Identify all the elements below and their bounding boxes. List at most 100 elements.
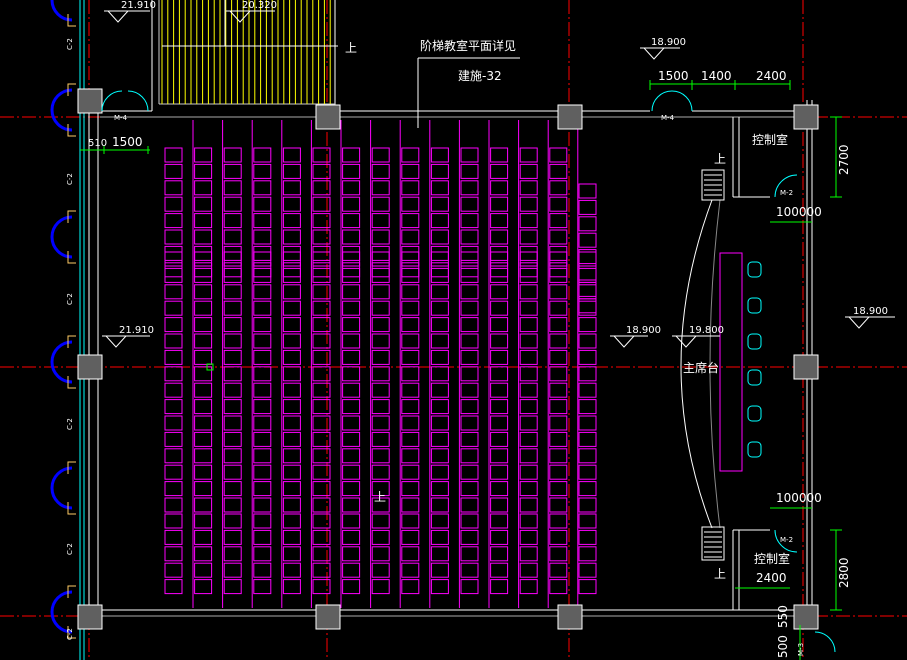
- seat: [223, 262, 242, 278]
- seat: [253, 349, 272, 365]
- seat: [549, 229, 568, 245]
- seat: [430, 251, 449, 267]
- seat: [549, 448, 568, 464]
- seat: [312, 382, 331, 398]
- seat: [223, 300, 242, 316]
- seat: [194, 333, 213, 349]
- seat: [430, 333, 449, 349]
- seat: [430, 562, 449, 578]
- seat: [194, 267, 213, 283]
- seat: [164, 333, 183, 349]
- seat: [371, 399, 390, 415]
- seat: [519, 399, 538, 415]
- seat: [223, 333, 242, 349]
- seat: [223, 415, 242, 431]
- structural-column: [315, 104, 341, 130]
- seat: [223, 229, 242, 245]
- seat: [342, 529, 361, 545]
- seat: [253, 317, 272, 333]
- seat: [490, 529, 509, 545]
- elevation-left-mid: 21.910: [119, 325, 154, 336]
- seat: [401, 333, 420, 349]
- seat: [490, 317, 509, 333]
- seat: [312, 415, 331, 431]
- dim-bottom-a: 500: [776, 635, 790, 658]
- seat: [194, 513, 213, 529]
- structural-columns: [77, 88, 819, 630]
- seat: [164, 366, 183, 382]
- seat: [223, 245, 242, 261]
- seat: [312, 513, 331, 529]
- seat: [253, 382, 272, 398]
- seat: [282, 251, 301, 267]
- seat: [578, 216, 597, 232]
- elevation-top-right: 18.900: [651, 37, 686, 48]
- door-tag-upper-room: M-2: [780, 189, 793, 197]
- seat: [490, 464, 509, 480]
- seat: [194, 317, 213, 333]
- seat: [401, 267, 420, 283]
- seat: [460, 213, 479, 229]
- seat: [194, 546, 213, 562]
- grid-point-marker: [206, 363, 214, 371]
- seat: [223, 431, 242, 447]
- seat: [490, 147, 509, 163]
- seat: [194, 349, 213, 365]
- seat: [253, 579, 272, 595]
- seat: [342, 213, 361, 229]
- seat: [519, 448, 538, 464]
- seat: [194, 245, 213, 261]
- structural-column: [793, 604, 819, 630]
- door-tag-top-right: M-4: [661, 114, 675, 122]
- seat: [578, 183, 597, 199]
- seat: [401, 229, 420, 245]
- seat: [578, 317, 597, 333]
- facade-trim: [67, 335, 76, 389]
- structural-column: [315, 604, 341, 630]
- seat: [194, 262, 213, 278]
- podium-area: [719, 252, 762, 472]
- seat: [549, 497, 568, 513]
- seat: [519, 546, 538, 562]
- door-tag-bottom: M-3: [797, 643, 805, 656]
- seat: [282, 366, 301, 382]
- seat: [430, 415, 449, 431]
- seat: [460, 382, 479, 398]
- seat: [371, 196, 390, 212]
- seat: [430, 317, 449, 333]
- structural-column: [77, 88, 103, 114]
- seat: [342, 464, 361, 480]
- seat: [519, 317, 538, 333]
- dim-left-b: 1500: [112, 135, 143, 149]
- seat: [519, 366, 538, 382]
- seat: [342, 317, 361, 333]
- seat: [430, 163, 449, 179]
- seat: [519, 229, 538, 245]
- seat: [519, 196, 538, 212]
- seat: [490, 562, 509, 578]
- seat: [371, 251, 390, 267]
- seat: [490, 284, 509, 300]
- seat: [549, 267, 568, 283]
- seat: [430, 546, 449, 562]
- seat: [253, 497, 272, 513]
- seat: [194, 562, 213, 578]
- seat: [342, 251, 361, 267]
- seat: [223, 284, 242, 300]
- seat: [282, 464, 301, 480]
- seat: [578, 199, 597, 215]
- seat: [223, 180, 242, 196]
- seat: [490, 300, 509, 316]
- seat: [460, 196, 479, 212]
- seat: [549, 245, 568, 261]
- seat: [549, 399, 568, 415]
- seat: [401, 245, 420, 261]
- seat: [401, 317, 420, 333]
- seat: [430, 349, 449, 365]
- seat: [342, 196, 361, 212]
- seat: [282, 562, 301, 578]
- seat: [578, 232, 597, 248]
- seat: [460, 513, 479, 529]
- seat: [194, 529, 213, 545]
- seat: [253, 415, 272, 431]
